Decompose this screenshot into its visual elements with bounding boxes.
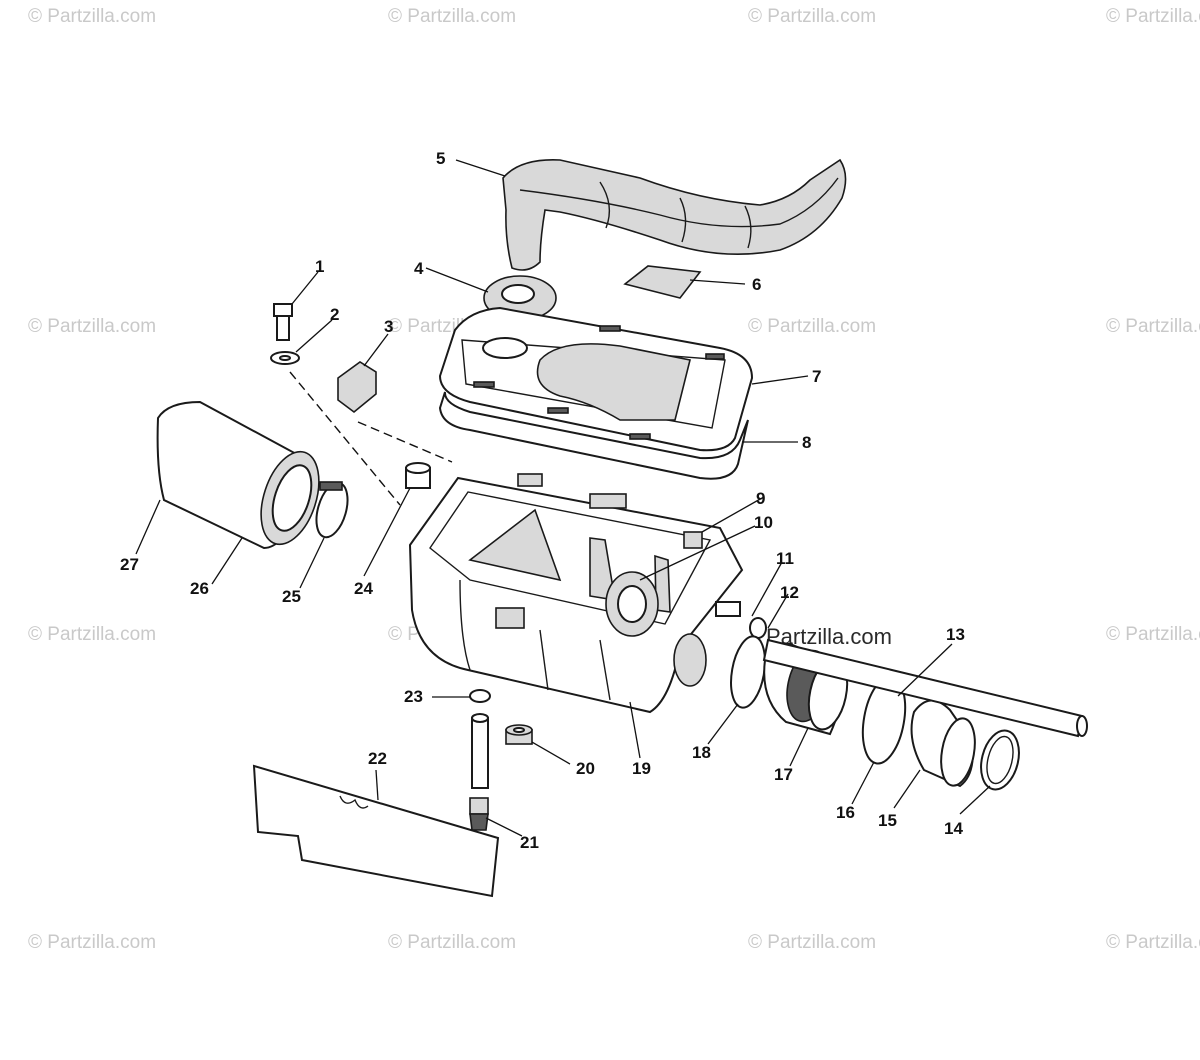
watermark: © Partzilla.com bbox=[28, 624, 157, 645]
watermark: © Partzilla.com bbox=[28, 932, 157, 953]
watermark: © Partzilla.com bbox=[28, 316, 157, 337]
bolt bbox=[273, 303, 293, 341]
watermark: © Partzilla.com bbox=[748, 316, 877, 337]
callout-5: 5 bbox=[436, 149, 445, 168]
callout-1: 1 bbox=[315, 257, 324, 276]
watermark: © Partzilla.com bbox=[748, 932, 877, 953]
assembly-line bbox=[289, 371, 401, 506]
callout-20: 20 bbox=[576, 759, 595, 778]
callout-9: 9 bbox=[756, 489, 765, 508]
callout-18: 18 bbox=[692, 743, 711, 762]
air-filter bbox=[156, 400, 320, 550]
callout-labels: 1 2 3 4 5 6 7 8 9 10 11 12 13 14 15 16 1… bbox=[120, 149, 965, 852]
callout-24: 24 bbox=[354, 579, 373, 598]
hose-clamp bbox=[315, 481, 349, 539]
callout-10: 10 bbox=[754, 513, 773, 532]
assembly-line bbox=[357, 421, 453, 463]
callout-27: 27 bbox=[120, 555, 139, 574]
watermark: © Partzilla.com bbox=[28, 6, 157, 27]
watermark: © Partzilla.com bbox=[1106, 624, 1200, 645]
warning-decal bbox=[252, 764, 500, 898]
watermark: © Partzilla.com bbox=[1106, 316, 1200, 337]
callout-11: 11 bbox=[776, 549, 794, 568]
callout-13: 13 bbox=[946, 625, 965, 644]
foam-block bbox=[337, 361, 377, 414]
drain-tube bbox=[471, 713, 489, 789]
watermark: © Partzilla.com bbox=[1106, 6, 1200, 27]
leader-lines bbox=[135, 159, 991, 837]
bushing bbox=[405, 462, 431, 489]
washer bbox=[270, 351, 300, 365]
callout-19: 19 bbox=[632, 759, 651, 778]
callout-12: 12 bbox=[780, 583, 799, 602]
callout-16: 16 bbox=[836, 803, 855, 822]
callout-6: 6 bbox=[752, 275, 761, 294]
airbox-housing bbox=[408, 473, 744, 714]
watermark: © Partzilla.com bbox=[388, 6, 517, 27]
rubber-bushing bbox=[505, 724, 533, 745]
callout-15: 15 bbox=[878, 811, 897, 830]
callout-8: 8 bbox=[802, 433, 811, 452]
callout-14: 14 bbox=[944, 819, 963, 838]
callout-25: 25 bbox=[282, 587, 301, 606]
callout-21: 21 bbox=[520, 833, 539, 852]
callout-26: 26 bbox=[190, 579, 209, 598]
boot-clamp bbox=[980, 729, 1020, 791]
watermark: © Partzilla.com bbox=[1106, 932, 1200, 953]
conical-boot bbox=[910, 699, 976, 788]
airbox-lid bbox=[438, 306, 754, 452]
spacer bbox=[715, 601, 741, 617]
callout-7: 7 bbox=[812, 367, 821, 386]
small-oring bbox=[749, 617, 767, 639]
callout-2: 2 bbox=[330, 305, 339, 324]
callout-3: 3 bbox=[384, 317, 393, 336]
foam-pad bbox=[623, 265, 702, 299]
drain-clamp bbox=[469, 689, 491, 703]
callout-4: 4 bbox=[414, 259, 424, 278]
watermark: © Partzilla.com bbox=[748, 6, 877, 27]
drain-plug bbox=[469, 797, 489, 831]
callout-22: 22 bbox=[368, 749, 387, 768]
intake-duct bbox=[502, 158, 847, 271]
breather-tube bbox=[762, 638, 1088, 738]
callout-23: 23 bbox=[404, 687, 423, 706]
watermark: © Partzilla.com bbox=[388, 932, 517, 953]
callout-17: 17 bbox=[774, 765, 793, 784]
